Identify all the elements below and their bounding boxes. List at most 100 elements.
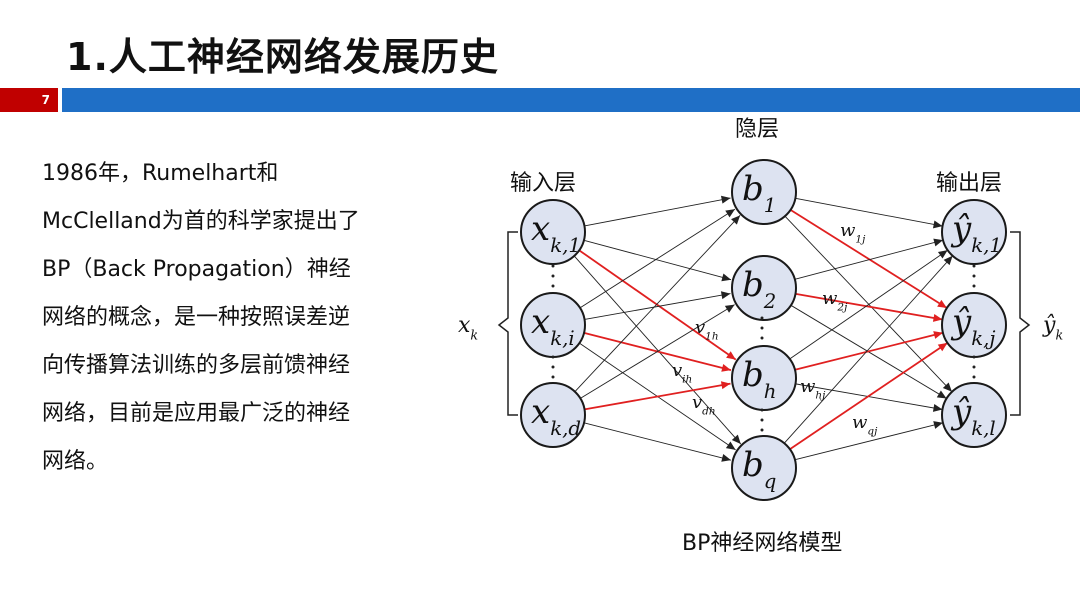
diagram-caption: BP神经网络模型 (682, 531, 842, 556)
hidden-node-circle (731, 435, 797, 501)
output-vector-label: ŷk (1042, 313, 1063, 344)
edge-hidden-output-highlight (788, 208, 948, 309)
output-ellipsis (972, 274, 976, 278)
hidden-node-circle (731, 255, 797, 321)
edge-arrowhead (725, 441, 736, 450)
hidden-ellipsis (760, 316, 764, 320)
hidden-ellipsis (760, 408, 764, 412)
input-node-circle (520, 199, 586, 265)
input-brace (497, 231, 518, 416)
body-line: 网络的概念，是一种按照误差逆 (42, 305, 351, 330)
edge-arrowhead (933, 238, 944, 247)
edge-arrowhead (932, 404, 943, 412)
edge-input-hidden (583, 422, 732, 461)
edge-hidden-output (783, 214, 953, 393)
input-ellipsis (551, 274, 555, 278)
body-line: McClelland为首的科学家提出了 (42, 209, 360, 234)
output-layer-label: 输出层 (936, 171, 1002, 196)
edge-arrowhead (933, 331, 943, 339)
edge-arrowhead (724, 304, 735, 313)
edge-hidden-output-highlight (793, 292, 943, 321)
edge-input-hidden (579, 208, 736, 309)
body-line: BP（Back Propagation）神经 (42, 257, 351, 282)
edge-arrowhead (721, 364, 731, 372)
edge-arrowhead (932, 220, 943, 229)
edge-arrowhead (720, 381, 731, 390)
edge-arrowhead (937, 250, 948, 259)
edge-input-hidden (583, 239, 732, 281)
output-weight-label: whj (800, 376, 826, 401)
hidden-layer-label: 隐层 (735, 117, 779, 142)
edge-hidden-output (788, 249, 948, 361)
edge-arrowhead (731, 434, 741, 445)
slide-title: 1.人工神经网络发展历史 (66, 35, 499, 79)
hidden-node-label: bq (742, 445, 776, 493)
input-ellipsis (551, 375, 555, 379)
edge-arrowhead (943, 255, 953, 266)
output-node-circle (941, 199, 1007, 265)
edge-input-hidden-highlight (578, 249, 737, 361)
body-line: 网络，目前是应用最广泛的神经 (42, 401, 351, 426)
hidden-ellipsis (760, 336, 764, 340)
edge-input-hidden (584, 197, 731, 227)
input-ellipsis (551, 365, 555, 369)
output-weight-label: w1j (840, 220, 866, 245)
title-divider-bar (62, 88, 1080, 112)
edge-arrowhead (937, 342, 948, 352)
edge-input-hidden (573, 255, 742, 445)
page-number: 7 (0, 88, 58, 112)
body-line: 1986年，Rumelhart和 (42, 161, 279, 186)
input-node-circle (520, 382, 586, 448)
hidden-node-label: bh (742, 355, 776, 403)
hidden-node-label: b2 (742, 265, 776, 313)
input-weight-label: v1h (695, 317, 719, 342)
output-ellipsis (972, 365, 976, 369)
hidden-ellipsis (760, 428, 764, 432)
hidden-node-label: b1 (742, 169, 776, 217)
output-brace (1010, 231, 1031, 416)
edge-input-hidden (580, 304, 735, 399)
input-weight-label: vdh (692, 392, 716, 417)
edge-arrowhead (721, 454, 731, 462)
edge-hidden-output (783, 255, 953, 445)
hidden-ellipsis (760, 326, 764, 330)
output-ellipsis (972, 284, 976, 288)
network-edges (573, 195, 953, 462)
input-ellipsis (551, 264, 555, 268)
edge-arrowhead (933, 421, 943, 429)
output-ellipsis (972, 375, 976, 379)
edge-input-hidden (584, 293, 731, 320)
edge-hidden-output-highlight (788, 342, 948, 451)
output-weight-label: w2j (822, 288, 848, 313)
output-node-label: ŷk,j (950, 302, 996, 350)
input-node-label: xk,i (531, 302, 575, 350)
edge-arrowhead (720, 291, 731, 300)
body-line: 向传播算法训练的多层前馈神经 (42, 353, 351, 378)
edge-arrowhead (725, 209, 736, 218)
input-weight-label: vih (672, 360, 692, 385)
edge-arrowhead (932, 314, 943, 322)
output-node-circle (941, 382, 1007, 448)
edge-input-hidden-highlight (584, 382, 731, 411)
edge-arrowhead (726, 351, 736, 360)
edge-arrowhead (731, 215, 741, 225)
input-ellipsis (551, 355, 555, 359)
output-node-label: ŷk,l (950, 392, 996, 440)
edge-hidden-output (793, 197, 943, 227)
output-weight-label: wqj (852, 412, 878, 437)
edge-arrowhead (721, 273, 732, 282)
output-ellipsis (972, 355, 976, 359)
edge-arrowhead (942, 382, 952, 392)
body-text: 1986年，Rumelhart和 McClelland为首的科学家提出了 BP（… (42, 150, 432, 486)
input-node-label: xk,1 (531, 209, 581, 257)
edge-hidden-output (792, 422, 944, 461)
edge-hidden-output (792, 239, 944, 281)
hidden-node-circle (731, 345, 797, 411)
hidden-ellipsis (760, 418, 764, 422)
output-node-label: ŷk,1 (950, 209, 1002, 257)
output-ellipsis (972, 264, 976, 268)
